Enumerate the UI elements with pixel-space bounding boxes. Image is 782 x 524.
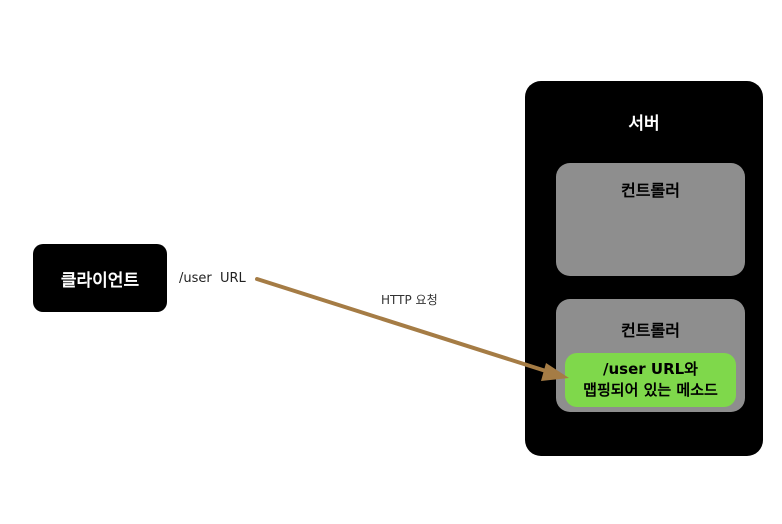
client-label: 클라이언트 — [60, 270, 140, 291]
method-line-1: /user URL와 — [603, 360, 698, 378]
server-box: 서버 컨트롤러 컨트롤러 /user URL와 맵핑되어 있는 메소드 — [525, 81, 763, 456]
server-title: 서버 — [628, 114, 660, 134]
controller-title-1: 컨트롤러 — [621, 181, 680, 200]
method-line-2: 맵핑되어 있는 메소드 — [583, 381, 718, 399]
mapped-method-box: /user URL와 맵핑되어 있는 메소드 — [565, 353, 736, 407]
http-request-label: HTTP 요청 — [381, 293, 438, 307]
controller-box-1: 컨트롤러 — [556, 163, 745, 276]
controller-box-2: 컨트롤러 /user URL와 맵핑되어 있는 메소드 — [556, 299, 745, 412]
controller-title-2: 컨트롤러 — [621, 321, 680, 340]
client-box: 클라이언트 — [33, 244, 167, 312]
url-label: /user URL — [179, 271, 246, 286]
